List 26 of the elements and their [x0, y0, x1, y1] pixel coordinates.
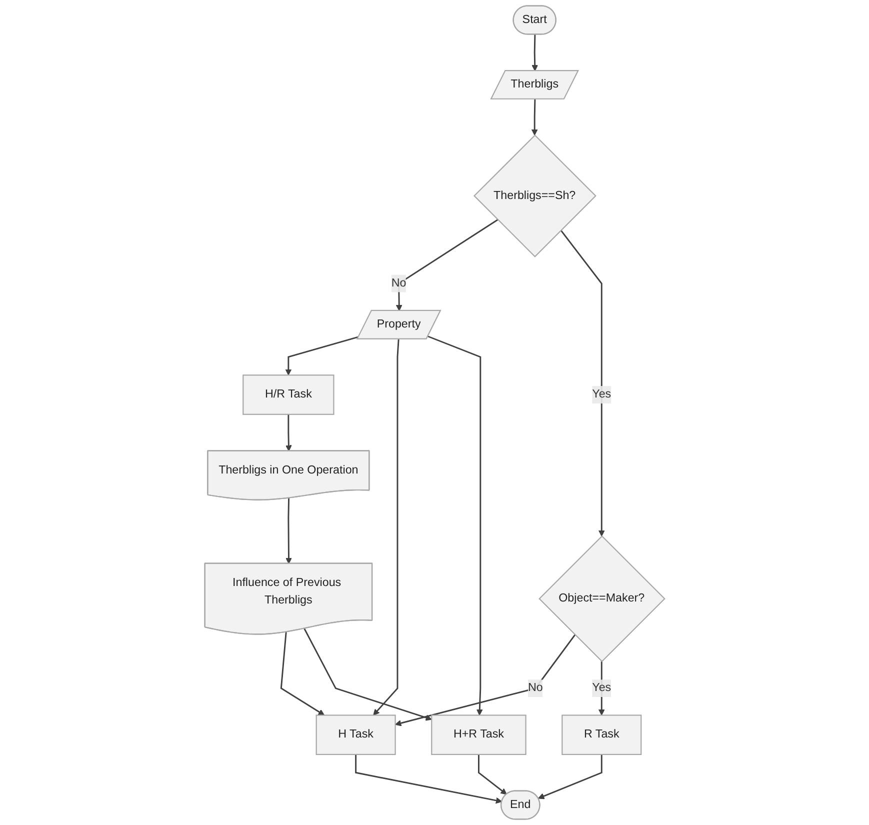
arrow [285, 336, 359, 376]
arrow [372, 339, 400, 716]
arrow [280, 632, 324, 716]
arrow [304, 628, 432, 721]
node-diamond: Object==Maker? [538, 535, 666, 662]
arrow [478, 754, 507, 795]
arrow [598, 661, 605, 716]
node-box: R Task [561, 714, 642, 755]
edge-label: No [528, 682, 543, 694]
node-box: H/R Task [242, 374, 334, 415]
edge-label: Yes [592, 682, 611, 694]
arrow [531, 34, 538, 72]
arrow [428, 336, 483, 716]
node-box: H Task [316, 714, 396, 755]
arrow [354, 754, 502, 804]
arrow [531, 99, 538, 136]
arrow [394, 634, 576, 726]
arrow [396, 219, 498, 312]
node-diamond: Therbligs==Sh? [473, 134, 596, 258]
arrow [560, 230, 605, 536]
arrow [285, 498, 292, 564]
arrow [285, 414, 292, 452]
edge-label: No [391, 276, 406, 290]
node-box: H+R Task [430, 714, 526, 755]
arrow [538, 754, 602, 800]
edge-label: Yes [592, 388, 611, 401]
